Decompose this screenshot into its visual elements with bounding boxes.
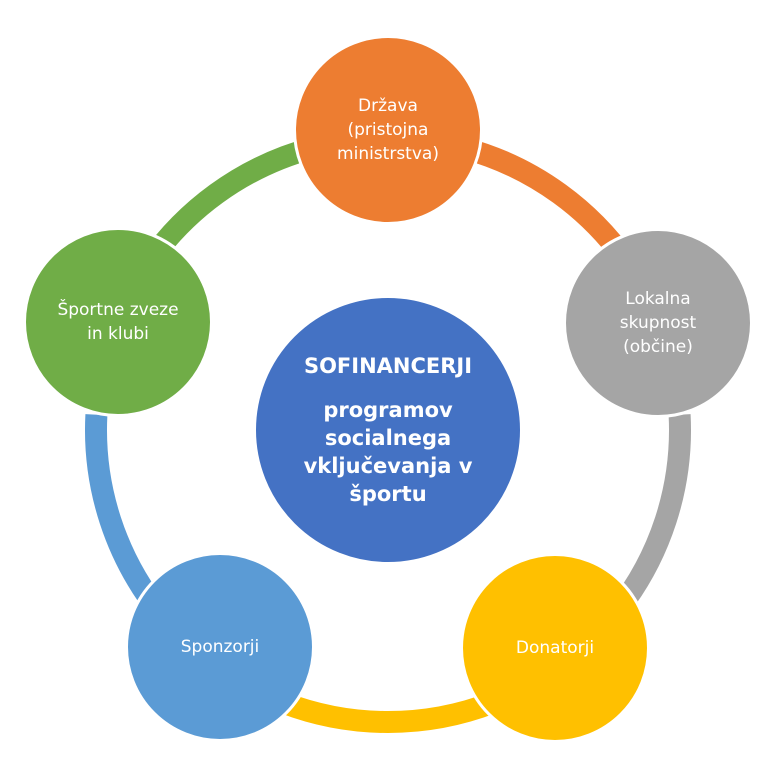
node-label: Sponzorji (180, 637, 260, 657)
center-title: SOFINANCERJI (303, 354, 473, 378)
node-drzava: Država (pristojna ministrstva) (293, 35, 483, 225)
center-node-sofinancerji: SOFINANCERJI programov socialnega vključ… (253, 295, 523, 565)
node-label: Donatorji (515, 638, 595, 658)
node-sponzorji: Sponzorji (125, 552, 315, 742)
node-label: Država (pristojna ministrstva) (337, 96, 439, 164)
node-lokalna-skupnost: Lokalna skupnost (občine) (563, 228, 753, 418)
node-label: Športne zveze in klubi (57, 300, 179, 344)
arc-donatorji-to-sponzorji (279, 692, 497, 733)
node-sportne-zveze: Športne zveze in klubi (23, 227, 213, 417)
node-donatorji: Donatorji (460, 553, 650, 743)
node-label: Lokalna skupnost (občine) (619, 289, 697, 357)
center-subtitle: programov socialnega vključevanja v špor… (303, 398, 473, 506)
